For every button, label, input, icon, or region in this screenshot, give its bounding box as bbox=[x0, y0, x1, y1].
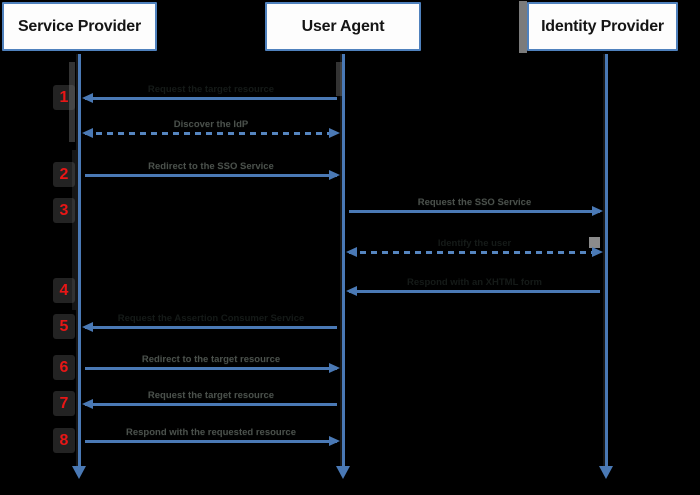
arrowhead-left bbox=[346, 286, 357, 296]
step-number-6: 6 bbox=[53, 355, 75, 380]
arrowhead-left bbox=[82, 399, 93, 409]
lifeline-user-agent bbox=[342, 54, 345, 466]
message-arrow-3 bbox=[349, 210, 600, 213]
message-label: Request the Assertion Consumer Service bbox=[117, 313, 305, 324]
actor-box-service-provider: Service Provider bbox=[2, 2, 157, 51]
message-label: Request the SSO Service bbox=[417, 197, 532, 208]
message-arrow-4 bbox=[349, 290, 600, 293]
step-number-3: 3 bbox=[53, 198, 75, 223]
ua-activation-bar-remnant bbox=[336, 62, 342, 96]
message-label: Respond with an XHTML form bbox=[407, 277, 542, 288]
message-arrow-8 bbox=[85, 440, 337, 443]
step-number-4: 4 bbox=[53, 278, 75, 303]
idp-box-shadow-strip bbox=[519, 1, 527, 53]
arrowhead-right bbox=[592, 247, 603, 257]
step-number-8: 8 bbox=[53, 428, 75, 453]
message-label: Request the target resource bbox=[147, 390, 275, 401]
arrowhead-right bbox=[329, 363, 340, 373]
sp-activation-bar-remnant-lower bbox=[72, 150, 76, 310]
message-label: Identify the user bbox=[437, 238, 512, 249]
message-label: Discover the IdP bbox=[173, 119, 249, 130]
message-arrow-6 bbox=[85, 367, 337, 370]
actor-box-user-agent: User Agent bbox=[265, 2, 421, 51]
arrowhead-left bbox=[82, 128, 93, 138]
arrowhead-right bbox=[592, 206, 603, 216]
lifeline-identity-provider bbox=[605, 54, 608, 466]
message-label: Request the target resource bbox=[147, 84, 275, 95]
message-label: Respond with the requested resource bbox=[126, 427, 296, 438]
message-label: Redirect to the target resource bbox=[141, 354, 281, 365]
message-arrow-note bbox=[349, 251, 600, 254]
lifeline-arrowhead-identity-provider bbox=[599, 466, 613, 479]
message-arrow-1 bbox=[85, 97, 337, 100]
arrowhead-left bbox=[82, 322, 93, 332]
arrowhead-right bbox=[329, 436, 340, 446]
step-number-2: 2 bbox=[53, 162, 75, 187]
lifeline-arrowhead-service-provider bbox=[72, 466, 86, 479]
message-arrow-7 bbox=[85, 403, 337, 406]
step-number-5: 5 bbox=[53, 314, 75, 339]
gray-artifact-square bbox=[589, 237, 600, 248]
lifeline-arrowhead-user-agent bbox=[336, 466, 350, 479]
sp-activation-bar-remnant bbox=[69, 62, 75, 142]
step-number-7: 7 bbox=[53, 391, 75, 416]
message-arrow-2 bbox=[85, 174, 337, 177]
arrowhead-right bbox=[329, 170, 340, 180]
arrowhead-right bbox=[329, 128, 340, 138]
lifeline-service-provider bbox=[78, 54, 81, 466]
actor-box-identity-provider: Identity Provider bbox=[527, 2, 678, 51]
arrowhead-left bbox=[82, 93, 93, 103]
message-arrow-note bbox=[85, 132, 337, 135]
message-arrow-5 bbox=[85, 326, 337, 329]
step-number-1: 1 bbox=[53, 85, 75, 110]
message-label: Redirect to the SSO Service bbox=[148, 161, 274, 172]
arrowhead-left bbox=[346, 247, 357, 257]
